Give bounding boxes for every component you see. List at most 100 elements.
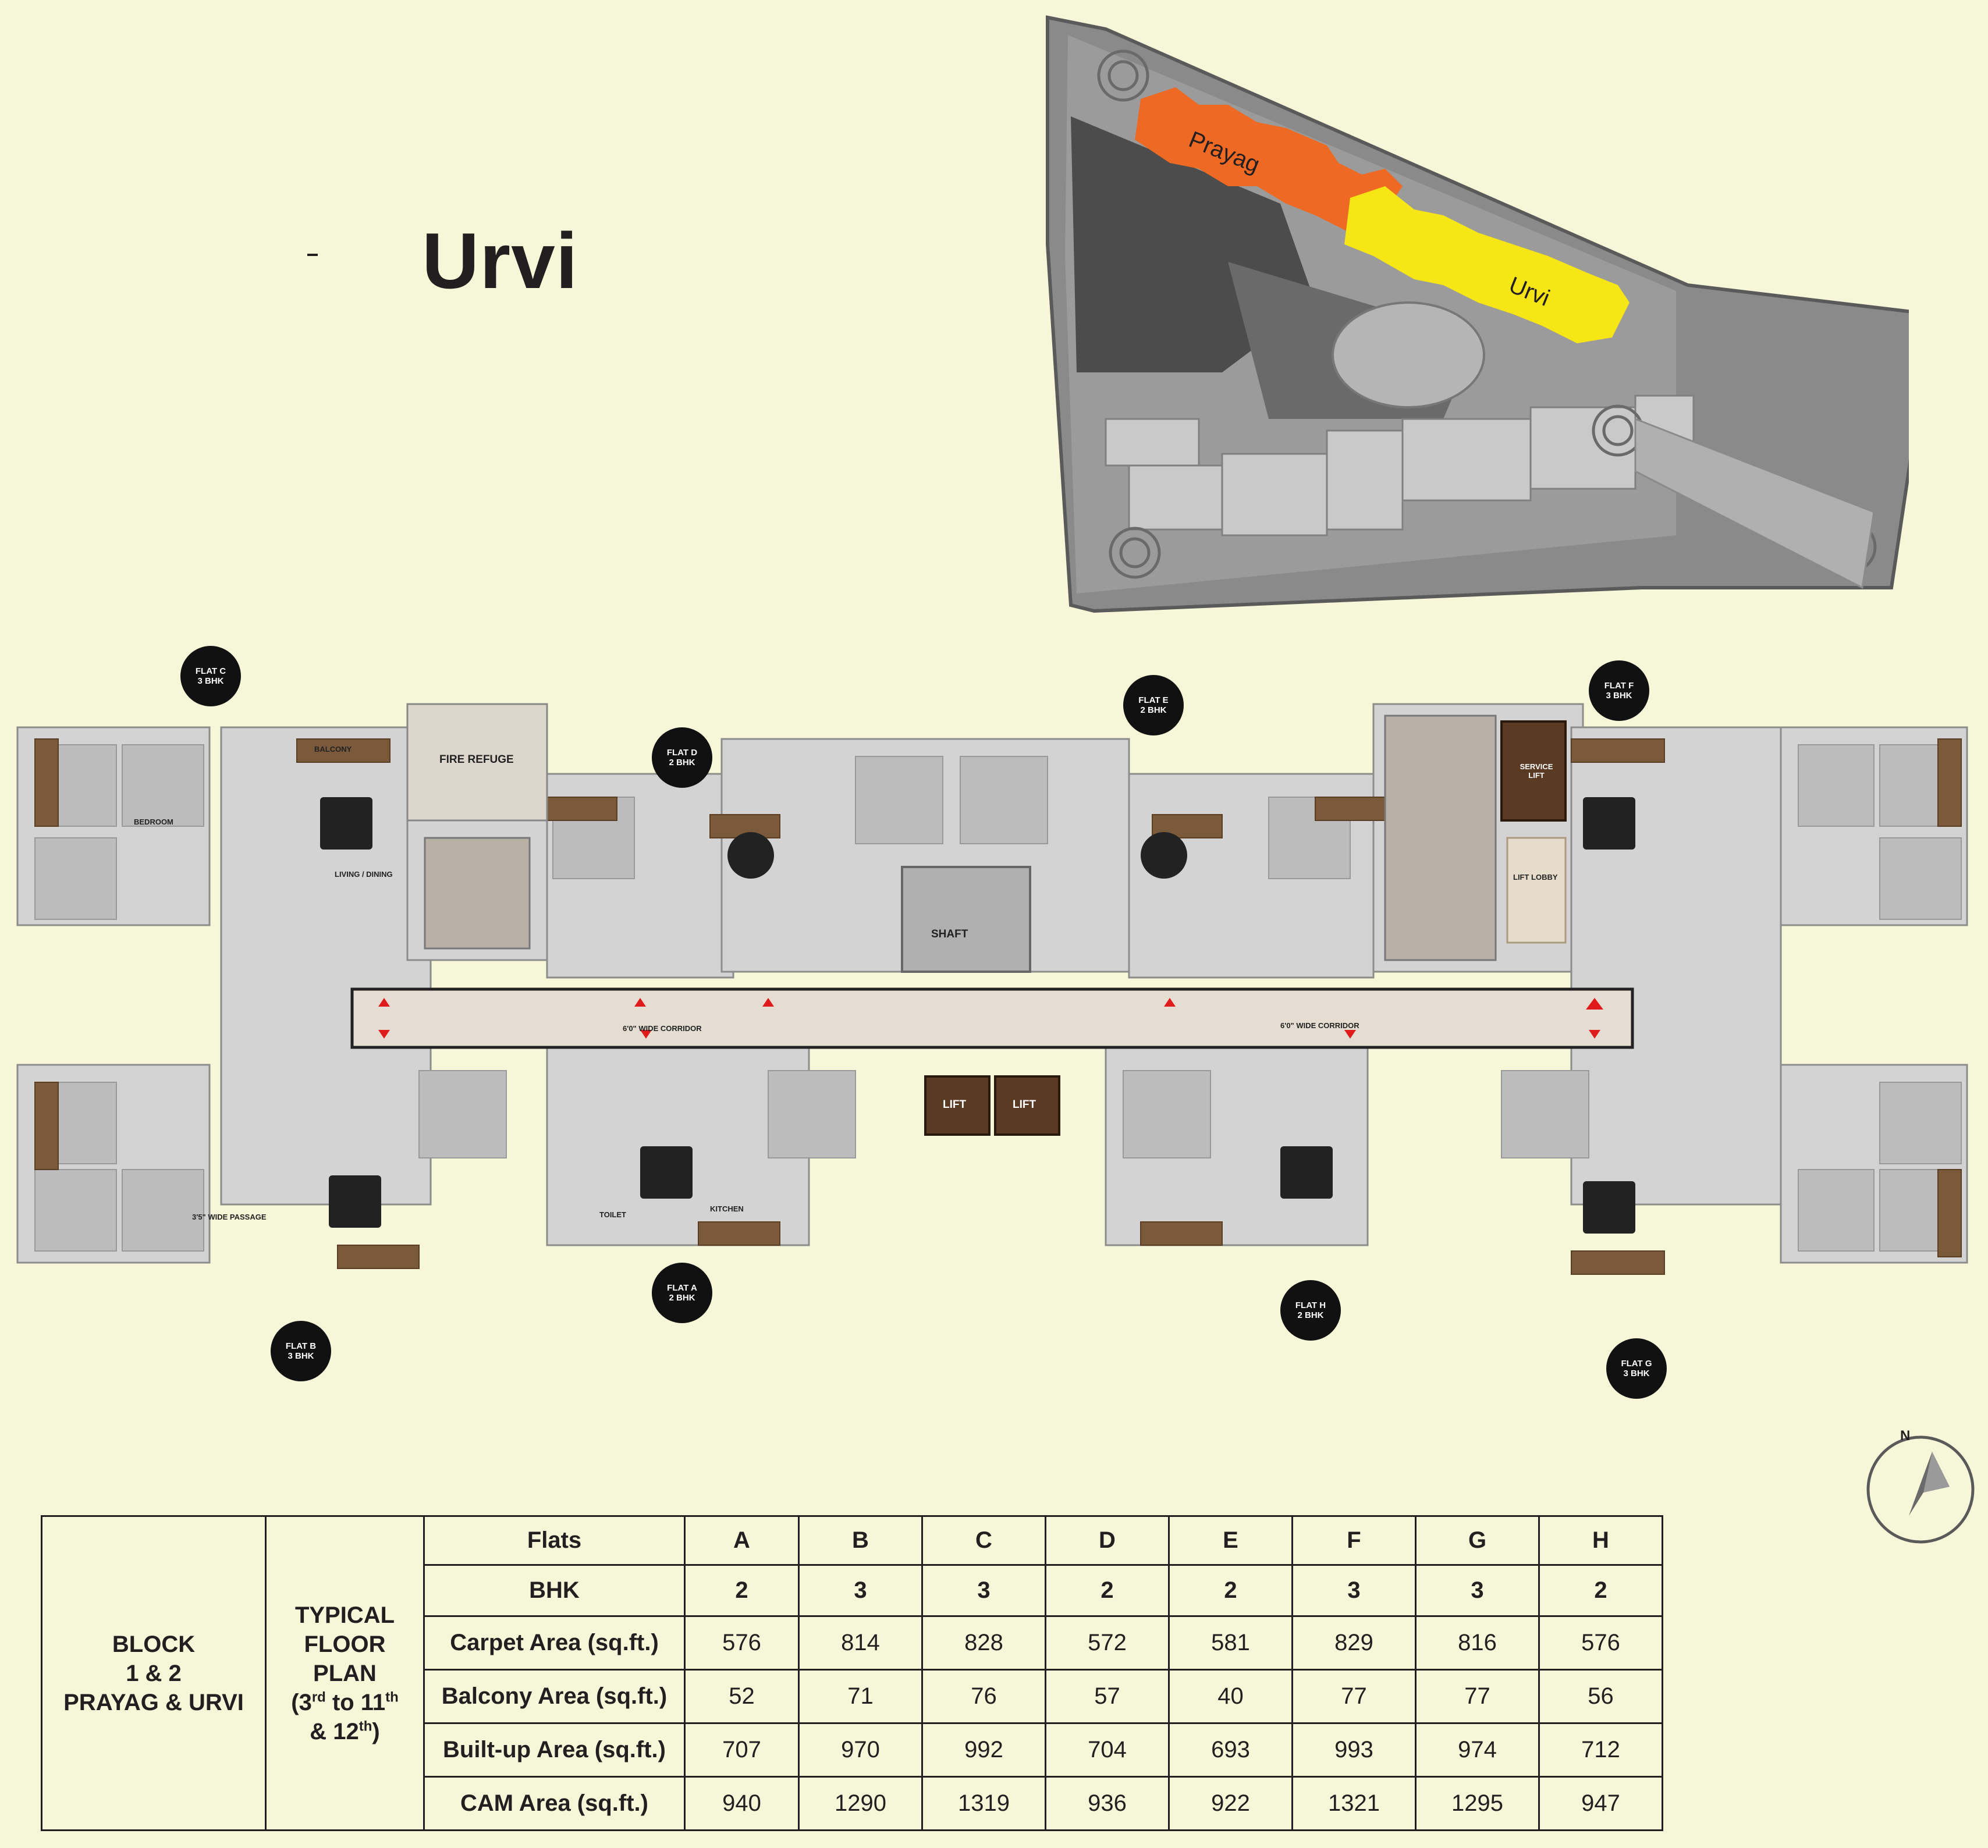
carpet-g: 816	[1415, 1615, 1540, 1671]
lift-lobby-label: LIFT LOBBY	[1513, 873, 1558, 882]
carpet-e: 581	[1168, 1615, 1293, 1671]
flat-badge-e-type: 2 BHK	[1140, 705, 1167, 715]
carpet-f: 829	[1291, 1615, 1417, 1671]
title-dash	[307, 254, 318, 256]
cam-c: 1319	[921, 1776, 1046, 1831]
plan-line4b: to 11	[325, 1689, 386, 1715]
balcony-d: 57	[1045, 1669, 1170, 1724]
plan-line2: FLOOR	[304, 1631, 386, 1657]
table-row: CAM Area (sq.ft.) 940 1290 1319 936 922 …	[42, 1776, 1663, 1831]
corridor	[350, 987, 1634, 1049]
table-row: Carpet Area (sq.ft.) 576 814 828 572 581…	[42, 1615, 1663, 1671]
room-passage-label: 3'5" WIDE PASSAGE	[192, 1213, 267, 1221]
plan-line5: & 12th)	[267, 1717, 423, 1746]
cam-e: 922	[1168, 1776, 1293, 1831]
flat-badge-d-type: 2 BHK	[669, 758, 695, 767]
flat-badge-g-name: FLAT G	[1621, 1358, 1652, 1369]
flat-col-d: D	[1045, 1515, 1170, 1566]
room-toilet-label: TOILET	[599, 1210, 626, 1219]
flat-col-f: F	[1291, 1515, 1417, 1566]
plan-sup2: th	[385, 1689, 399, 1705]
flat-badge-a: FLAT A 2 BHK	[652, 1263, 712, 1323]
flat-badge-g: FLAT G 3 BHK	[1606, 1338, 1667, 1399]
carpet-b: 814	[798, 1615, 923, 1671]
flat-badge-c-type: 3 BHK	[197, 676, 224, 686]
builtup-a: 707	[684, 1722, 800, 1778]
balcony-f: 77	[1291, 1669, 1417, 1724]
lift-1-label: LIFT	[943, 1099, 967, 1111]
floor-plan-shell	[16, 703, 1968, 1264]
flat-badge-b: FLAT B 3 BHK	[271, 1321, 331, 1381]
corridor-right-label: 6'0" WIDE CORRIDOR	[1280, 1021, 1359, 1030]
dining-tables	[320, 797, 1635, 1234]
flat-badge-b-type: 3 BHK	[287, 1351, 314, 1361]
builtup-d: 704	[1045, 1722, 1170, 1778]
service-lift-label: SERVICE LIFT	[1520, 762, 1553, 780]
cam-d: 936	[1045, 1776, 1170, 1831]
plan-line5b: )	[372, 1718, 380, 1744]
plan-line4a: (3	[291, 1689, 312, 1715]
flat-badge-h: FLAT H 2 BHK	[1280, 1280, 1341, 1341]
cam-h: 947	[1538, 1776, 1663, 1831]
page-title: Urvi	[422, 216, 578, 305]
table-row: BLOCK 1 & 2 PRAYAG & URVI TYPICAL FLOOR …	[41, 1515, 1663, 1831]
staircase-left	[424, 837, 531, 950]
corridor-left-label: 6'0" WIDE CORRIDOR	[623, 1024, 702, 1033]
lift-lobby-box	[1506, 837, 1567, 944]
carpet-d: 572	[1045, 1615, 1170, 1671]
builtup-e: 693	[1168, 1722, 1293, 1778]
flat-badge-h-name: FLAT H	[1295, 1300, 1326, 1310]
row-label-flats: Flats	[423, 1515, 686, 1566]
bhk-f: 3	[1291, 1564, 1417, 1617]
row-label-cam: CAM Area (sq.ft.)	[423, 1776, 686, 1831]
flat-badge-c-name: FLAT C	[195, 666, 226, 676]
table-row: Balcony Area (sq.ft.) 52 71 76 57 40 77 …	[42, 1669, 1663, 1724]
flat-col-g: G	[1415, 1515, 1540, 1566]
flat-badge-a-type: 2 BHK	[669, 1293, 695, 1303]
balcony-h: 56	[1538, 1669, 1663, 1724]
flat-badge-b-name: FLAT B	[285, 1341, 317, 1351]
bhk-e: 2	[1168, 1564, 1293, 1617]
balcony-e: 40	[1168, 1669, 1293, 1724]
cam-f: 1321	[1291, 1776, 1417, 1831]
builtup-b: 970	[798, 1722, 923, 1778]
table-row: BHK 2 3 3 2 2 3 3 2	[42, 1564, 1663, 1617]
bhk-c: 3	[921, 1564, 1046, 1617]
floor-plan-drawing	[16, 703, 1968, 1275]
shaft-box	[901, 866, 1031, 973]
bhk-d: 2	[1045, 1564, 1170, 1617]
bhk-a: 2	[684, 1564, 800, 1617]
plan-sup1: rd	[311, 1689, 326, 1705]
flat-badge-a-name: FLAT A	[667, 1282, 697, 1293]
flat-badge-e-name: FLAT E	[1138, 695, 1169, 705]
bhk-g: 3	[1415, 1564, 1540, 1617]
room-kitchen-label: KITCHEN	[710, 1204, 744, 1213]
lift-2-label: LIFT	[1013, 1099, 1036, 1111]
balcony-c: 76	[921, 1669, 1046, 1724]
plan-cell: TYPICAL FLOOR PLAN (3rd to 11th & 12th)	[265, 1515, 425, 1831]
flat-col-c: C	[921, 1515, 1046, 1566]
plan-sup3: th	[358, 1718, 372, 1735]
flat-badge-d: FLAT D 2 BHK	[652, 727, 712, 788]
fire-refuge-label: FIRE REFUGE	[439, 754, 514, 766]
room-living-label: LIVING / DINING	[335, 870, 393, 879]
flat-badge-f-name: FLAT F	[1604, 680, 1634, 691]
flat-col-e: E	[1168, 1515, 1293, 1566]
flat-badge-d-name: FLAT D	[666, 747, 698, 758]
row-label-bhk: BHK	[423, 1564, 686, 1617]
access-road	[1634, 417, 1875, 589]
fire-refuge-area	[406, 703, 548, 822]
builtup-h: 712	[1538, 1722, 1663, 1778]
balcony-a: 52	[684, 1669, 800, 1724]
flat-col-b: B	[798, 1515, 923, 1566]
shaft-label: SHAFT	[931, 928, 968, 940]
plan-line3: PLAN	[313, 1660, 377, 1686]
carpet-a: 576	[684, 1615, 800, 1671]
row-label-builtup: Built-up Area (sq.ft.)	[423, 1722, 686, 1778]
block-line2: 1 & 2	[126, 1660, 182, 1686]
block-line1: BLOCK	[112, 1631, 196, 1657]
lift-2-box	[994, 1075, 1060, 1136]
corridor-markers	[378, 998, 1603, 1039]
cam-b: 1290	[798, 1776, 923, 1831]
amenity-deck	[1332, 301, 1485, 408]
